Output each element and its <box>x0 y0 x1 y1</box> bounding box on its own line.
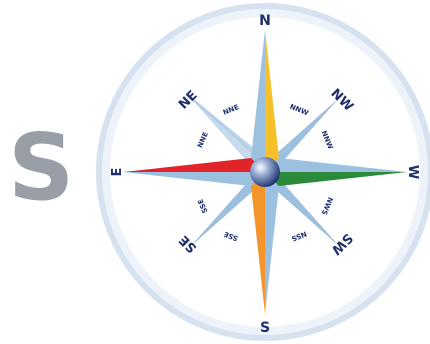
label-north: N <box>259 13 271 29</box>
label-west: W <box>405 165 420 179</box>
compass-center-sphere <box>250 157 280 187</box>
label-south: S <box>260 320 270 336</box>
label-east: E <box>110 168 125 177</box>
